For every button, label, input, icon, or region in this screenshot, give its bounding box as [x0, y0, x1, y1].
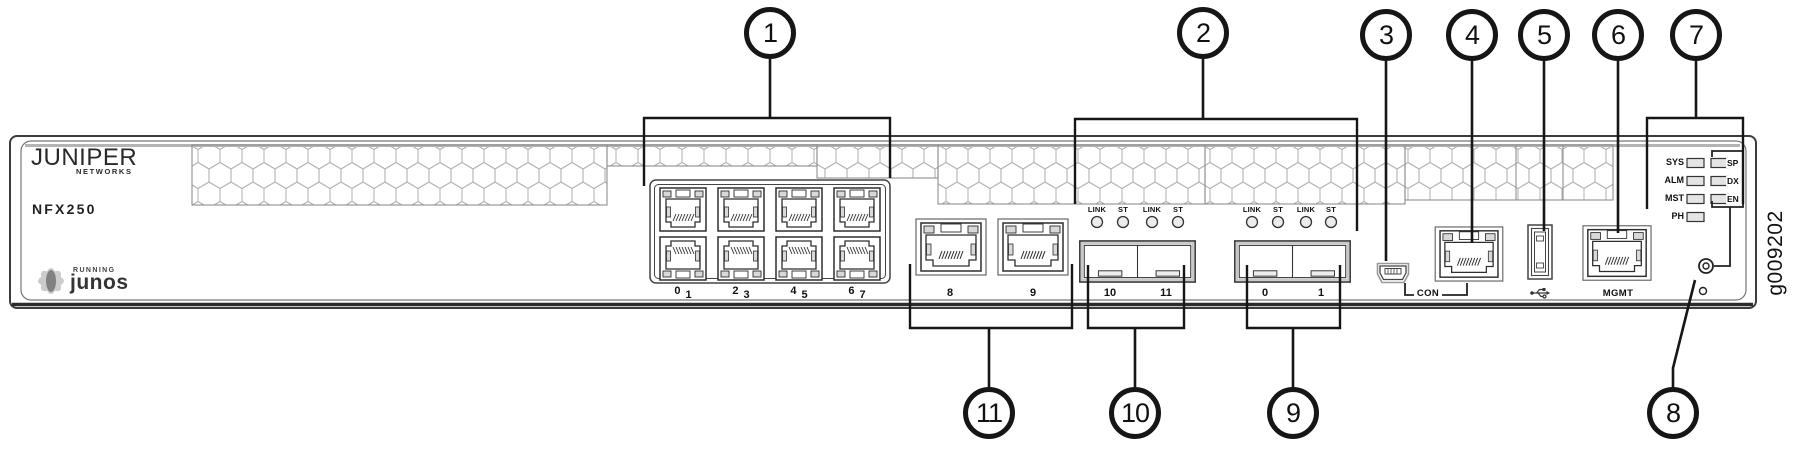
callout-1: 1 [744, 7, 796, 59]
con-bracket [1404, 283, 1468, 296]
status-led-panel [1686, 157, 1729, 223]
led-label-sys: SYS [1665, 157, 1684, 167]
port-label-4-5: 4 5 [790, 285, 807, 301]
running-label: RUNNING [73, 267, 116, 274]
console-label: CON [1416, 288, 1440, 299]
vent-pattern [191, 144, 1614, 206]
led-label-mst: MST [1665, 193, 1684, 203]
callout-9: 9 [1267, 387, 1319, 439]
led-label-en: EN [1726, 194, 1740, 204]
led-label-dx: DX [1726, 176, 1740, 186]
port-label-sfp-1: 1 [1317, 287, 1325, 299]
led-mode-button [1698, 258, 1714, 274]
port-label-top: 2 [732, 285, 739, 297]
sfp-led-label: LINK [1242, 205, 1262, 214]
port-label-2-3: 2 3 [732, 285, 749, 301]
sfp-led-label: LINK [1087, 205, 1107, 214]
callout-stems [768, 59, 1698, 387]
callout-10: 10 [1109, 387, 1161, 439]
callout-4: 4 [1446, 9, 1498, 61]
port-label-9: 9 [1029, 287, 1037, 299]
sfp-led-label: LINK [1142, 205, 1162, 214]
sfp-led-label: ST [1173, 205, 1183, 214]
panel-hole [1698, 286, 1708, 296]
port-label-0-1: 0 1 [674, 285, 691, 301]
juniper-networks-label: NETWORKS [76, 167, 133, 176]
led-label-alm: ALM [1664, 175, 1685, 185]
port-label-top: 4 [790, 285, 797, 297]
usb-port [1527, 224, 1553, 280]
port-label-bottom: 3 [743, 289, 750, 301]
port-label-bottom: 5 [801, 289, 808, 301]
port-label-top: 0 [674, 285, 681, 297]
callout-2: 2 [1177, 7, 1229, 59]
callout-3: 3 [1360, 9, 1412, 61]
port-label-bottom: 1 [685, 289, 692, 301]
callout-7: 7 [1670, 9, 1722, 61]
port-8 [915, 218, 987, 276]
callout-11: 11 [963, 387, 1015, 439]
model-label: NFX250 [32, 201, 97, 217]
callout-brackets [642, 116, 1745, 330]
sfp-led-label: ST [1118, 205, 1128, 214]
junos-flower-icon [38, 268, 64, 294]
junos-wordmark: junos [70, 271, 129, 294]
port-label-bottom: 7 [859, 289, 866, 301]
led-label-sp: SP [1726, 158, 1740, 168]
port-label-10: 10 [1103, 287, 1117, 299]
sfp-led-label: ST [1326, 205, 1336, 214]
port-9 [997, 218, 1069, 276]
port-label-11: 11 [1160, 287, 1172, 299]
mgmt-label: MGMT [1602, 288, 1634, 299]
mgmt-port [1582, 225, 1652, 281]
sfp-cage-0-1 [1233, 240, 1352, 283]
callout-5: 5 [1518, 9, 1570, 61]
port-label-top: 6 [848, 285, 855, 297]
callout-6: 6 [1592, 9, 1644, 61]
usb-icon [1530, 288, 1550, 299]
port-label-8: 8 [946, 287, 954, 299]
sfp-cage-10-11 [1078, 240, 1197, 283]
sfp-led-label: ST [1273, 205, 1283, 214]
juniper-logo: JUNIPER [31, 144, 138, 171]
console-mini-usb-port [1376, 262, 1410, 284]
callout-8: 8 [1647, 387, 1699, 439]
rj45-port-grid [649, 179, 891, 284]
sfp-led-dots [1090, 215, 1338, 229]
port-label-6-7: 6 7 [848, 285, 865, 301]
sfp-led-label: LINK [1296, 205, 1316, 214]
figure-id: g009202 [1764, 210, 1787, 296]
console-rj45-port [1434, 226, 1504, 282]
led-label-ph: PH [1671, 211, 1684, 221]
port-label-sfp-0: 0 [1261, 287, 1269, 299]
